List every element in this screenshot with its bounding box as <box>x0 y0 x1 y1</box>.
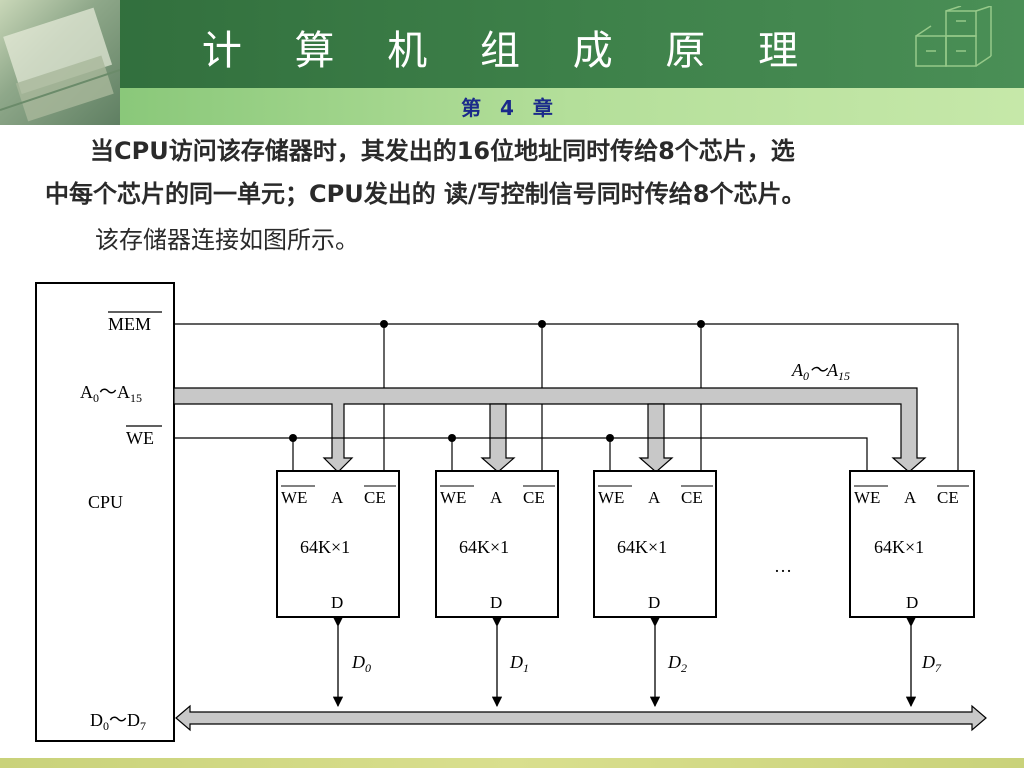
address-bus <box>173 387 927 473</box>
we-junction-1 <box>289 434 297 442</box>
svg-text:A: A <box>904 488 917 507</box>
memory-chip: WE A CE 64K×1 D <box>593 470 717 618</box>
svg-text:WE: WE <box>281 488 307 507</box>
cpu-box <box>35 282 175 742</box>
svg-text:D: D <box>490 593 502 612</box>
cpu-label: CPU <box>88 492 123 512</box>
data-bit-label: D0 <box>351 652 371 675</box>
data-bus <box>175 704 987 732</box>
ellipsis-label: … <box>774 556 792 576</box>
cube-logo-icon <box>896 5 1006 90</box>
svg-text:D: D <box>906 593 918 612</box>
svg-text:D: D <box>331 593 343 612</box>
we-signal-label: WE <box>126 428 154 448</box>
svg-text:WE: WE <box>598 488 624 507</box>
addr-bus-label: A0～A15 <box>791 360 850 383</box>
svg-text:A: A <box>648 488 661 507</box>
page-title: 计 算 机 组 成 原 理 <box>201 28 819 74</box>
chapter-label: 第 4 章 <box>461 96 559 120</box>
data-bit-label: D2 <box>667 652 687 675</box>
subheader-bar <box>120 88 1024 125</box>
mem-junction-2 <box>538 320 546 328</box>
we-junction-3 <box>606 434 614 442</box>
data-bit-label: D7 <box>921 652 942 675</box>
header-photo <box>0 0 120 125</box>
svg-text:64K×1: 64K×1 <box>617 537 667 557</box>
svg-text:WE: WE <box>440 488 466 507</box>
data-signal-label: D0～D7 <box>90 710 146 733</box>
keyboard-photo-icon <box>0 7 120 122</box>
paragraph-line-3: 该存储器连接如图所示。 <box>95 226 359 254</box>
data-bit-label: D1 <box>509 652 529 675</box>
header-bar <box>0 0 1024 88</box>
svg-text:D: D <box>648 593 660 612</box>
addr-signal-label: A0～A15 <box>80 382 142 405</box>
memory-chip: WE A CE 64K×1 D <box>276 470 400 618</box>
mem-junction-3 <box>697 320 705 328</box>
svg-text:CE: CE <box>681 488 703 507</box>
svg-text:WE: WE <box>854 488 880 507</box>
memory-chip: WE A CE 64K×1 D <box>849 470 975 618</box>
memory-chip: WE A CE 64K×1 D <box>435 470 559 618</box>
svg-text:CE: CE <box>523 488 545 507</box>
we-line <box>174 437 868 471</box>
we-junction-2 <box>448 434 456 442</box>
svg-text:A: A <box>331 488 344 507</box>
svg-text:A: A <box>490 488 503 507</box>
mem-line <box>174 323 959 471</box>
mem-signal-label: MEM <box>108 314 151 334</box>
paragraph-line-2: 中每个芯片的同一单元；CPU发出的 读/写控制信号同时传给8个芯片。 <box>45 180 806 208</box>
svg-text:64K×1: 64K×1 <box>874 537 924 557</box>
bottom-strip <box>0 758 1024 768</box>
svg-text:64K×1: 64K×1 <box>459 537 509 557</box>
paragraph-line-1: 当CPU访问该存储器时，其发出的16位地址同时传给8个芯片，选 <box>90 137 795 165</box>
svg-text:CE: CE <box>364 488 386 507</box>
svg-text:64K×1: 64K×1 <box>300 537 350 557</box>
svg-text:CE: CE <box>937 488 959 507</box>
mem-junction-1 <box>380 320 388 328</box>
